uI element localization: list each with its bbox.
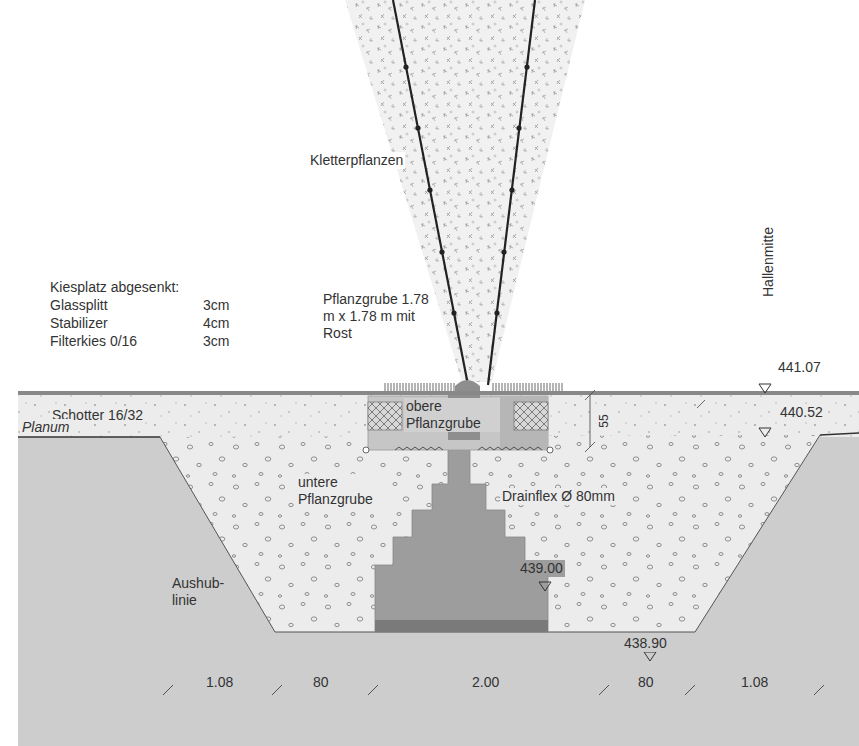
level-value: 439.00 <box>518 560 565 577</box>
trench-fill <box>160 435 820 632</box>
layer-thickness: 3cm <box>203 333 229 350</box>
pit-label: untere Pflanzgrube <box>296 474 392 508</box>
dimension-line <box>590 395 591 447</box>
pit-label: obere Pflanzgrube <box>404 398 500 432</box>
dimension-tick <box>585 390 595 400</box>
tree-grate <box>492 383 564 391</box>
gravel-texture <box>18 395 859 437</box>
pit-base <box>375 620 548 632</box>
hatch-box <box>368 402 402 430</box>
dimension-value: 80 <box>313 674 329 691</box>
geotextile <box>395 447 542 450</box>
climbing-wire <box>393 0 468 385</box>
level-value: 440.52 <box>778 404 825 421</box>
layer-name: Stabilizer <box>50 315 108 332</box>
upper-pit <box>368 396 548 450</box>
excavation-line <box>160 435 820 632</box>
tree-grate <box>383 383 455 391</box>
dimension-tick <box>585 442 595 452</box>
surface-line <box>18 391 859 395</box>
level-markers <box>539 384 771 661</box>
foliage <box>345 0 585 382</box>
excavation-label: Aushub- linie <box>170 575 236 609</box>
lower-pit <box>375 440 548 632</box>
level-value: 438.90 <box>622 635 669 652</box>
dimension-value: 80 <box>638 674 654 691</box>
hatch-box <box>368 402 402 430</box>
layer-thickness: 3cm <box>203 297 229 314</box>
planum-line <box>820 433 859 435</box>
axis-label: Hallenmitte <box>760 227 777 297</box>
drain-pipe <box>363 447 369 453</box>
wire-clamps <box>403 64 529 315</box>
plant-label: Kletterpflanzen <box>308 152 405 169</box>
planum-label: Planum <box>20 419 71 436</box>
pit-label: Pflanzgrube 1.78 m x 1.78 m mit Rost <box>323 291 433 342</box>
dimension-value: 1.08 <box>741 674 768 691</box>
layer-heading: Kiesplatz abgesenkt: <box>50 279 179 296</box>
layer-name: Filterkies 0/16 <box>50 333 137 350</box>
layer-thickness: 4cm <box>203 315 229 332</box>
hatch-box <box>514 402 548 430</box>
axis-tick <box>697 400 705 408</box>
upper-pit-shade <box>500 396 548 450</box>
planum-line <box>18 436 160 437</box>
trench-gravel <box>160 435 820 632</box>
pipe-label: Drainflex Ø 80mm <box>500 488 617 505</box>
dimension-value: 2.00 <box>472 674 499 691</box>
foliage-texture <box>345 0 585 382</box>
gravel-layer <box>18 395 859 437</box>
hatch-box <box>514 402 548 430</box>
dimension-value: 55 <box>596 412 613 429</box>
dimension-value: 1.08 <box>206 674 233 691</box>
layer-name: Glassplitt <box>50 297 108 314</box>
drain-pipe <box>547 447 553 453</box>
ground <box>18 395 859 746</box>
climbing-wire <box>488 0 535 385</box>
level-value: 441.07 <box>778 359 821 376</box>
